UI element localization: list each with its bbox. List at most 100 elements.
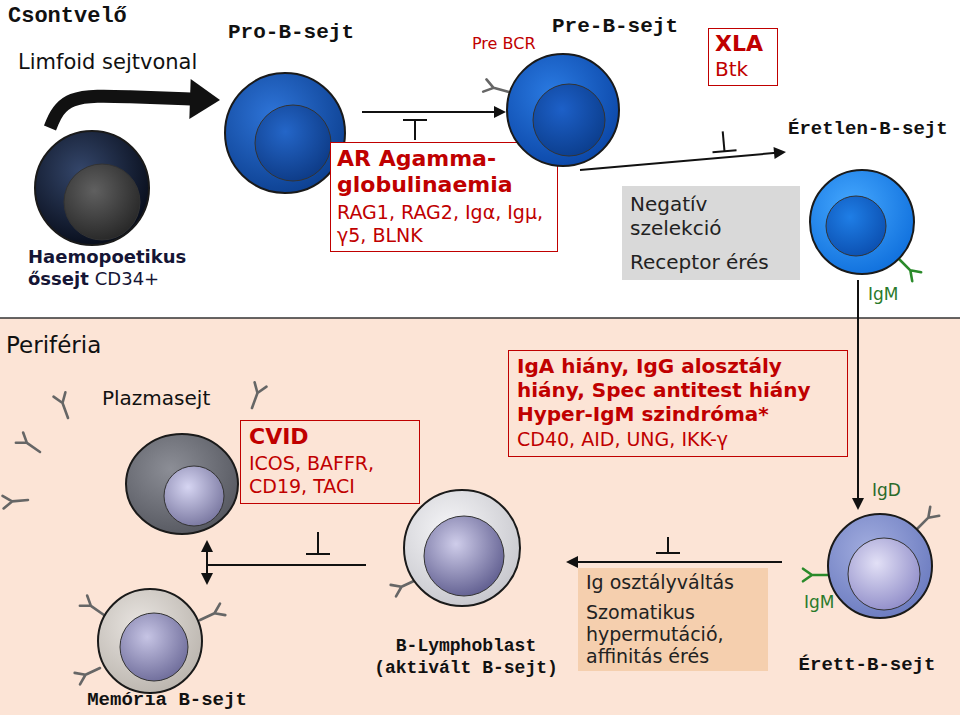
- inhibition-stem: [317, 532, 319, 554]
- node-heading: Periféria: [6, 332, 954, 360]
- arrow-head: [566, 556, 578, 568]
- antibody-symbol: [80, 595, 104, 615]
- cell-nucleus: [826, 196, 886, 256]
- cell-nucleus: [120, 613, 188, 681]
- cell-body: [404, 490, 520, 606]
- node-heading: Éretlen-B-sejt: [788, 118, 958, 141]
- antibody-symbol: [75, 668, 100, 684]
- process-box: Ig osztályváltásSzomatikus hypermutáció,…: [578, 568, 768, 671]
- cell-nucleus: [164, 466, 224, 526]
- inhibition-stem: [414, 120, 416, 140]
- disease-box: IgA hiány, IgG alosztály hiány, Spec ant…: [508, 350, 848, 457]
- cell-nucleus: [64, 164, 140, 240]
- connector-line: [207, 565, 366, 575]
- arrow-head: [852, 498, 864, 510]
- text-group: Periféria: [6, 332, 954, 360]
- connector-line: [207, 550, 366, 565]
- text-group: Csontvelő: [8, 4, 952, 30]
- cell-body: [810, 170, 914, 274]
- antibody-symbol: [391, 580, 416, 596]
- antibody-symbol: [200, 604, 225, 620]
- cell-node: Haemopoetikus őssejtCD34+: [22, 128, 194, 298]
- inhibition-stem: [723, 131, 725, 151]
- antibody-symbol: [803, 569, 828, 582]
- label-box: Limfoid sejtvonal: [18, 50, 197, 75]
- text-group: Pro-B-sejt: [220, 20, 362, 45]
- connector-line: [50, 96, 196, 128]
- arrow-head: [774, 147, 786, 159]
- text-group: Memória B-sejt: [70, 689, 264, 712]
- antibody-symbol: [3, 496, 28, 509]
- node-heading: B-Lymphoblast (aktivált B-sejt): [366, 636, 566, 679]
- cell-node: Éretlen-B-sejt: [786, 118, 958, 280]
- text-group: XLABtk: [715, 31, 771, 81]
- disease-box: CVIDICOS, BAFFR, CD19, TACI: [240, 420, 420, 504]
- antibody-symbol: [54, 392, 68, 418]
- text-group: Éretlen-B-sejt: [788, 118, 958, 141]
- text-group: B-Lymphoblast (aktivált B-sejt): [366, 636, 566, 679]
- arrow-connector: [566, 556, 782, 568]
- disease-box: XLABtk: [708, 28, 778, 86]
- node-heading: Negatív szelekció: [630, 192, 792, 240]
- cell-body: [98, 589, 202, 693]
- node-body: ICOS, BAFFR, CD19, TACI: [249, 452, 411, 498]
- node-body: RAG1, RAG2, Igα, Igμ, γ5, BLNK: [337, 201, 551, 247]
- arrow-head: [189, 79, 220, 119]
- label-box: IgD: [872, 480, 901, 500]
- periphery-ground: [0, 318, 960, 715]
- text-label: IgM: [868, 284, 898, 304]
- node-heading: Pro-B-sejt: [220, 20, 362, 45]
- arrow-connector: [201, 540, 366, 565]
- connector-line: [362, 111, 496, 113]
- connector-line: [857, 280, 859, 500]
- node-heading: Pre-B-sejt: [552, 14, 688, 39]
- node-heading: Ig osztályváltás: [586, 572, 760, 594]
- node-heading: Memória B-sejt: [70, 689, 264, 712]
- connector-line: [580, 153, 776, 170]
- antibody-symbol: [917, 507, 939, 529]
- disease-box: AR Agamma-globulinaemiaRAG1, RAG2, Igα, …: [330, 142, 558, 252]
- label-box: IgM: [868, 284, 898, 304]
- node-body: Receptor érés: [630, 250, 792, 274]
- text-group: Negatív szelekcióReceptor érés: [630, 192, 792, 274]
- text-group: CVIDICOS, BAFFR, CD19, TACI: [249, 424, 411, 498]
- cell-body: [225, 73, 345, 193]
- cell-body: [35, 131, 149, 245]
- node-heading: Plazmasejt: [102, 386, 242, 410]
- node-heading: Érett-B-sejt: [782, 654, 952, 677]
- node-heading: AR Agamma-globulinaemia: [337, 146, 551, 199]
- text-group: AR Agamma-globulinaemiaRAG1, RAG2, Igα, …: [337, 146, 551, 246]
- arrow-connector: [50, 79, 220, 128]
- process-box: Negatív szelekcióReceptor érés: [622, 186, 800, 280]
- cell-node: Plazmasejt: [100, 384, 242, 540]
- arrow-connector: [362, 106, 506, 118]
- cell-nucleus: [255, 105, 331, 181]
- node-heading: IgA hiány, IgG alosztály hiány, Spec ant…: [517, 354, 839, 426]
- text-label: IgD: [872, 480, 901, 500]
- text-group: IgA hiány, IgG alosztály hiány, Spec ant…: [517, 354, 839, 451]
- antibody-symbol: [252, 382, 266, 408]
- text-group: Plazmasejt: [102, 386, 242, 410]
- text-group: Pre-B-sejt: [552, 14, 688, 39]
- connector-line: [576, 561, 782, 563]
- text-group: Érett-B-sejt: [782, 654, 952, 677]
- cell-body: [126, 434, 238, 534]
- cell-drawing: [786, 118, 956, 280]
- text-label: Pre BCR: [472, 34, 536, 53]
- node-body: Btk: [715, 57, 771, 81]
- text-label: IgM: [804, 592, 834, 612]
- text-label: Limfoid sejtvonal: [18, 50, 197, 74]
- antibody-symbol: [483, 79, 509, 92]
- node-body: Szomatikus hypermutáció, affinitás érés: [586, 602, 760, 668]
- node-heading: CVID: [249, 424, 411, 450]
- antibody-symbol: [899, 259, 921, 281]
- node-body: CD34+: [95, 268, 159, 289]
- arrow-connector: [852, 280, 864, 510]
- cell-node: Memória B-sejt: [70, 585, 264, 714]
- text-group: Haemopoetikus őssejtCD34+: [28, 246, 194, 289]
- node-heading: XLA: [715, 31, 771, 57]
- inhibition-stem: [667, 537, 669, 553]
- cell-body: [507, 54, 619, 166]
